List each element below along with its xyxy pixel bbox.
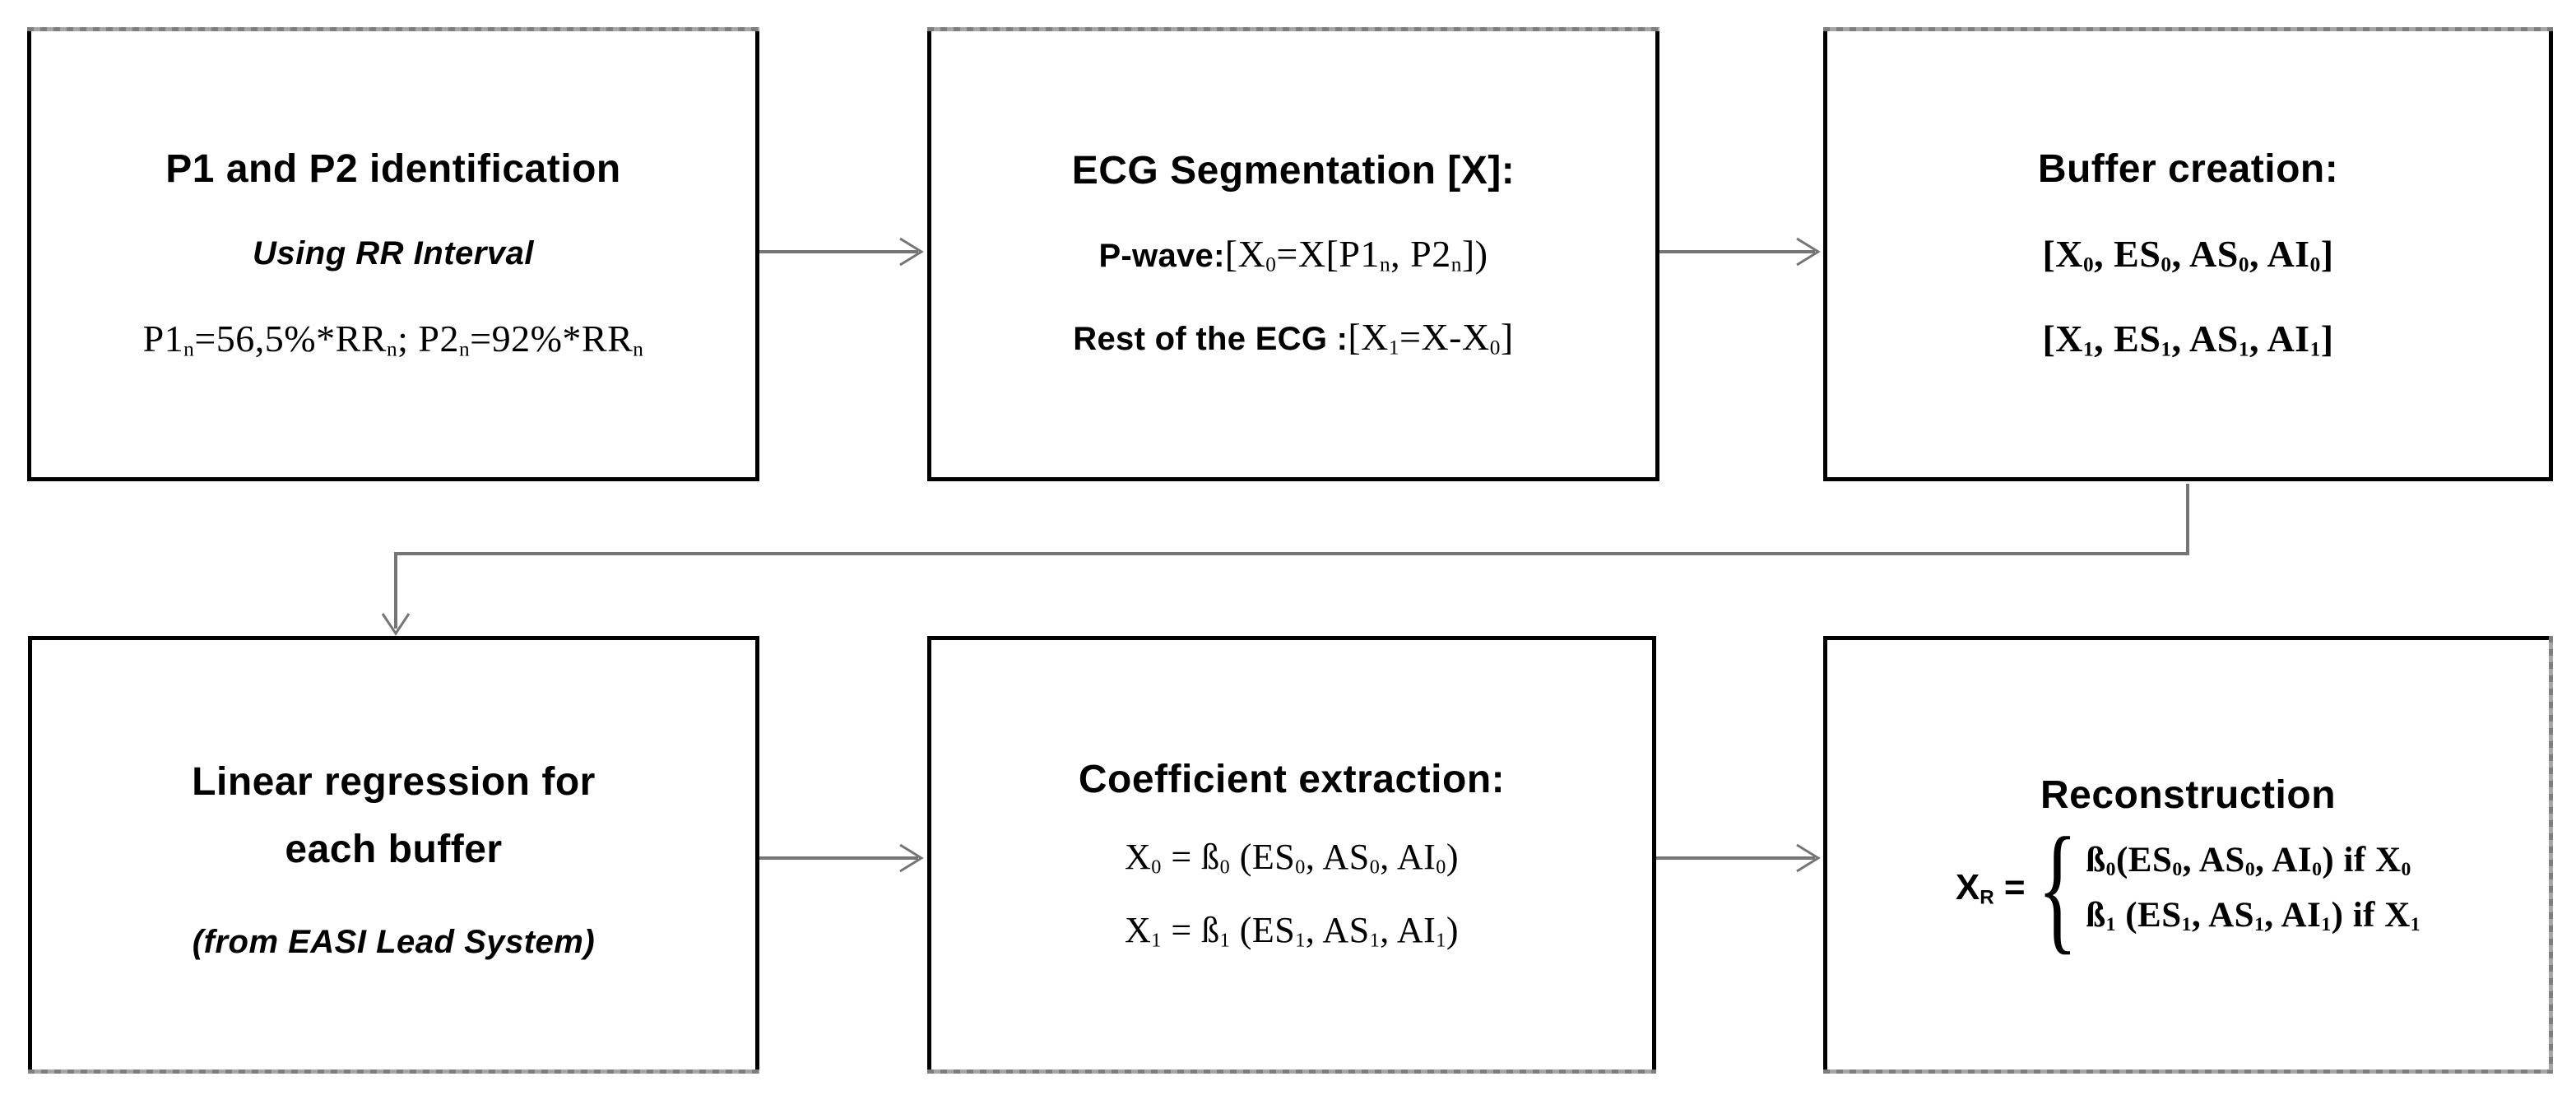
box2-rest-math: [X1=X-X0] bbox=[1348, 316, 1514, 360]
box6-case-x1: ß1 (ES1, AS1, AI1) if X1 bbox=[2086, 896, 2421, 936]
gray-top-edge bbox=[27, 27, 759, 31]
arrow-box2-to-box3 bbox=[1659, 237, 1821, 267]
gray-right-edge bbox=[2549, 636, 2553, 1074]
box-ecg-segmentation: ECG Segmentation [X]: P-wave: [X0=X[P1n,… bbox=[927, 27, 1659, 481]
box2-rest-label: Rest of the ECG : bbox=[1073, 321, 1348, 358]
box-p1-p2-identification: P1 and P2 identification Using RR Interv… bbox=[27, 27, 759, 481]
box-buffer-creation: Buffer creation: [X0, ES0, AS0, AI0] [X1… bbox=[1823, 27, 2553, 481]
box3-buffer0: [X0, ES0, AS0, AI0] bbox=[2042, 233, 2334, 276]
box-linear-regression: Linear regression for each buffer (from … bbox=[28, 636, 759, 1074]
arrow-box4-to-box5 bbox=[759, 843, 924, 873]
box-reconstruction: Reconstruction XR = { ß0(ES0, AS0, AI0) … bbox=[1823, 636, 2553, 1074]
gray-bottom-edge bbox=[28, 1069, 759, 1074]
box3-buffer1: [X1, ES1, AS1, AI1] bbox=[2042, 318, 2334, 361]
box4-title: Linear regression for each buffer bbox=[192, 749, 596, 883]
box-coefficient-extraction: Coefficient extraction: X0 = ß0 (ES0, AS… bbox=[927, 636, 1656, 1074]
box5-title: Coefficient extraction: bbox=[1078, 757, 1506, 801]
box4-subtitle: (from EASI Lead System) bbox=[192, 924, 596, 961]
box3-title: Buffer creation: bbox=[2037, 146, 2339, 191]
gray-bottom-edge bbox=[1823, 1069, 2553, 1074]
box2-pwave-label: P-wave: bbox=[1098, 238, 1225, 275]
elbow-arrow-box3-to-box4 bbox=[381, 484, 2189, 636]
box6-case-x0: ß0(ES0, AS0, AI0) if X0 bbox=[2086, 841, 2411, 881]
box2-title: ECG Segmentation [X]: bbox=[1071, 148, 1515, 193]
arrow-box5-to-box6 bbox=[1656, 843, 1821, 873]
box5-eq-x0: X0 = ß0 (ES0, AS0, AI0) bbox=[1124, 837, 1460, 879]
box6-title: Reconstruction bbox=[2040, 773, 2337, 817]
box6-cases: ß0(ES0, AS0, AI0) if X0 ß1 (ES1, AS1, AI… bbox=[2086, 840, 2421, 935]
box1-formula: P1n=56,5%*RRn; P2n=92%*RRn bbox=[142, 318, 644, 361]
box5-equations: X0 = ß0 (ES0, AS0, AI0) X1 = ß1 (ES1, AS… bbox=[1125, 836, 1459, 951]
box1-title: P1 and P2 identification bbox=[165, 146, 621, 191]
box2-pwave-line: P-wave: [X0=X[P1n, P2n]) bbox=[1098, 232, 1488, 276]
box6-lhs: XR = bbox=[1955, 867, 2026, 909]
box2-pwave-math: [X0=X[P1n, P2n]) bbox=[1224, 233, 1488, 276]
box1-subtitle: Using RR Interval bbox=[253, 235, 534, 272]
box4-title-line1: Linear regression for bbox=[192, 759, 596, 804]
gray-top-edge bbox=[1823, 27, 2553, 31]
gray-bottom-edge bbox=[927, 1069, 1656, 1074]
box6-piecewise-equation: XR = { ß0(ES0, AS0, AI0) if X0 ß1 (ES1, … bbox=[1955, 808, 2421, 967]
box5-eq-x1: X1 = ß1 (ES1, AS1, AI1) bbox=[1124, 910, 1460, 952]
box2-rest-line: Rest of the ECG : [X1=X-X0] bbox=[1073, 315, 1513, 359]
gray-top-edge bbox=[927, 27, 1659, 31]
box4-title-line2: each buffer bbox=[285, 827, 503, 871]
arrow-box1-to-box2 bbox=[759, 237, 924, 267]
